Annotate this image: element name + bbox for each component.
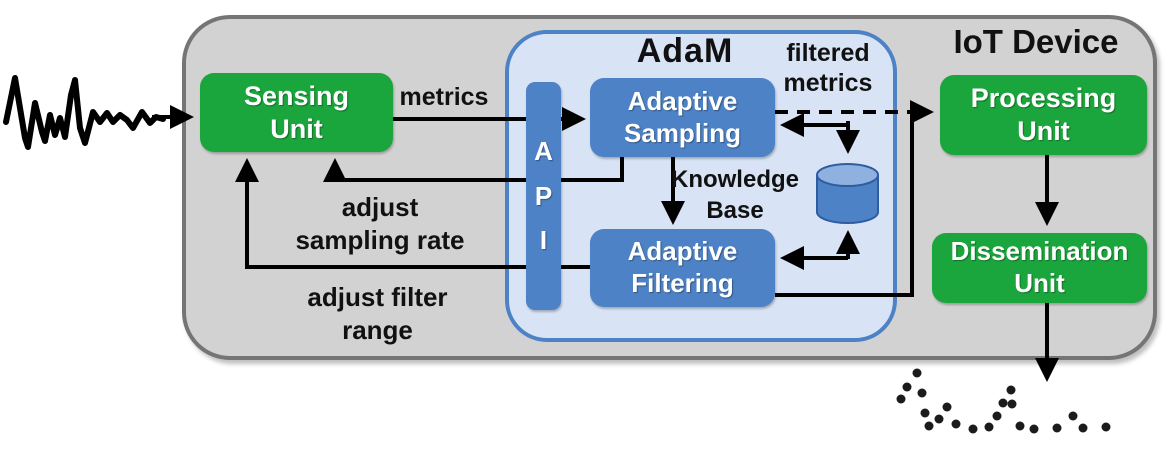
- processing-unit-label-line1: Processing: [970, 83, 1117, 114]
- adaptive-sampling-label-line1: Adaptive: [627, 85, 738, 116]
- api-letter-i: I: [539, 225, 548, 256]
- adjust-sampling-line2: sampling rate: [295, 224, 465, 255]
- adjust-filter-range-label: adjust filter range: [265, 281, 490, 346]
- sensing-unit-node: Sensing Unit: [200, 73, 393, 152]
- adaptive-filtering-node: Adaptive Filtering: [590, 229, 775, 307]
- api-letter-p: P: [534, 180, 553, 211]
- processing-unit-node: Processing Unit: [940, 75, 1147, 155]
- dissemination-unit-node: Dissemination Unit: [932, 233, 1147, 303]
- adaptive-sampling-node: Adaptive Sampling: [590, 78, 775, 157]
- filtered-metrics-edge-label: filtered metrics: [772, 38, 884, 98]
- adjust-sampling-rate-label: adjust sampling rate: [265, 191, 495, 256]
- api-bar-node: A P I: [526, 82, 561, 310]
- sensing-unit-label-line2: Unit: [270, 113, 323, 144]
- adjust-filter-line1: adjust filter: [307, 282, 448, 312]
- adjust-filter-line2: range: [342, 314, 413, 345]
- knowledge-base-label: Knowledge Base: [655, 164, 815, 226]
- dissemination-unit-label-line1: Dissemination: [950, 236, 1129, 267]
- api-letter-a: A: [534, 135, 553, 166]
- raw-signal-waveform-icon: [3, 75, 166, 150]
- adjust-sampling-line1: adjust: [341, 192, 419, 222]
- iot-device-title: IoT Device: [953, 23, 1119, 60]
- dissemination-unit-label-line2: Unit: [1014, 268, 1065, 298]
- output-data-points-dots: [896, 368, 1111, 434]
- filtered-metrics-line2: metrics: [783, 69, 873, 97]
- sensing-unit-label-line1: Sensing: [243, 80, 350, 111]
- metrics-edge-label: metrics: [399, 83, 489, 111]
- knowledge-base-line2: Base: [706, 197, 764, 225]
- adam-title: AdaM: [636, 32, 734, 70]
- adaptive-sampling-label-line2: Sampling: [623, 117, 741, 148]
- processing-unit-label-line2: Unit: [1017, 116, 1070, 146]
- filtered-metrics-line1: filtered: [786, 39, 870, 67]
- adaptive-filtering-label-line2: Filtering: [631, 268, 734, 298]
- adaptive-filtering-label-line1: Adaptive: [627, 236, 738, 267]
- knowledge-base-line1: Knowledge: [670, 166, 799, 193]
